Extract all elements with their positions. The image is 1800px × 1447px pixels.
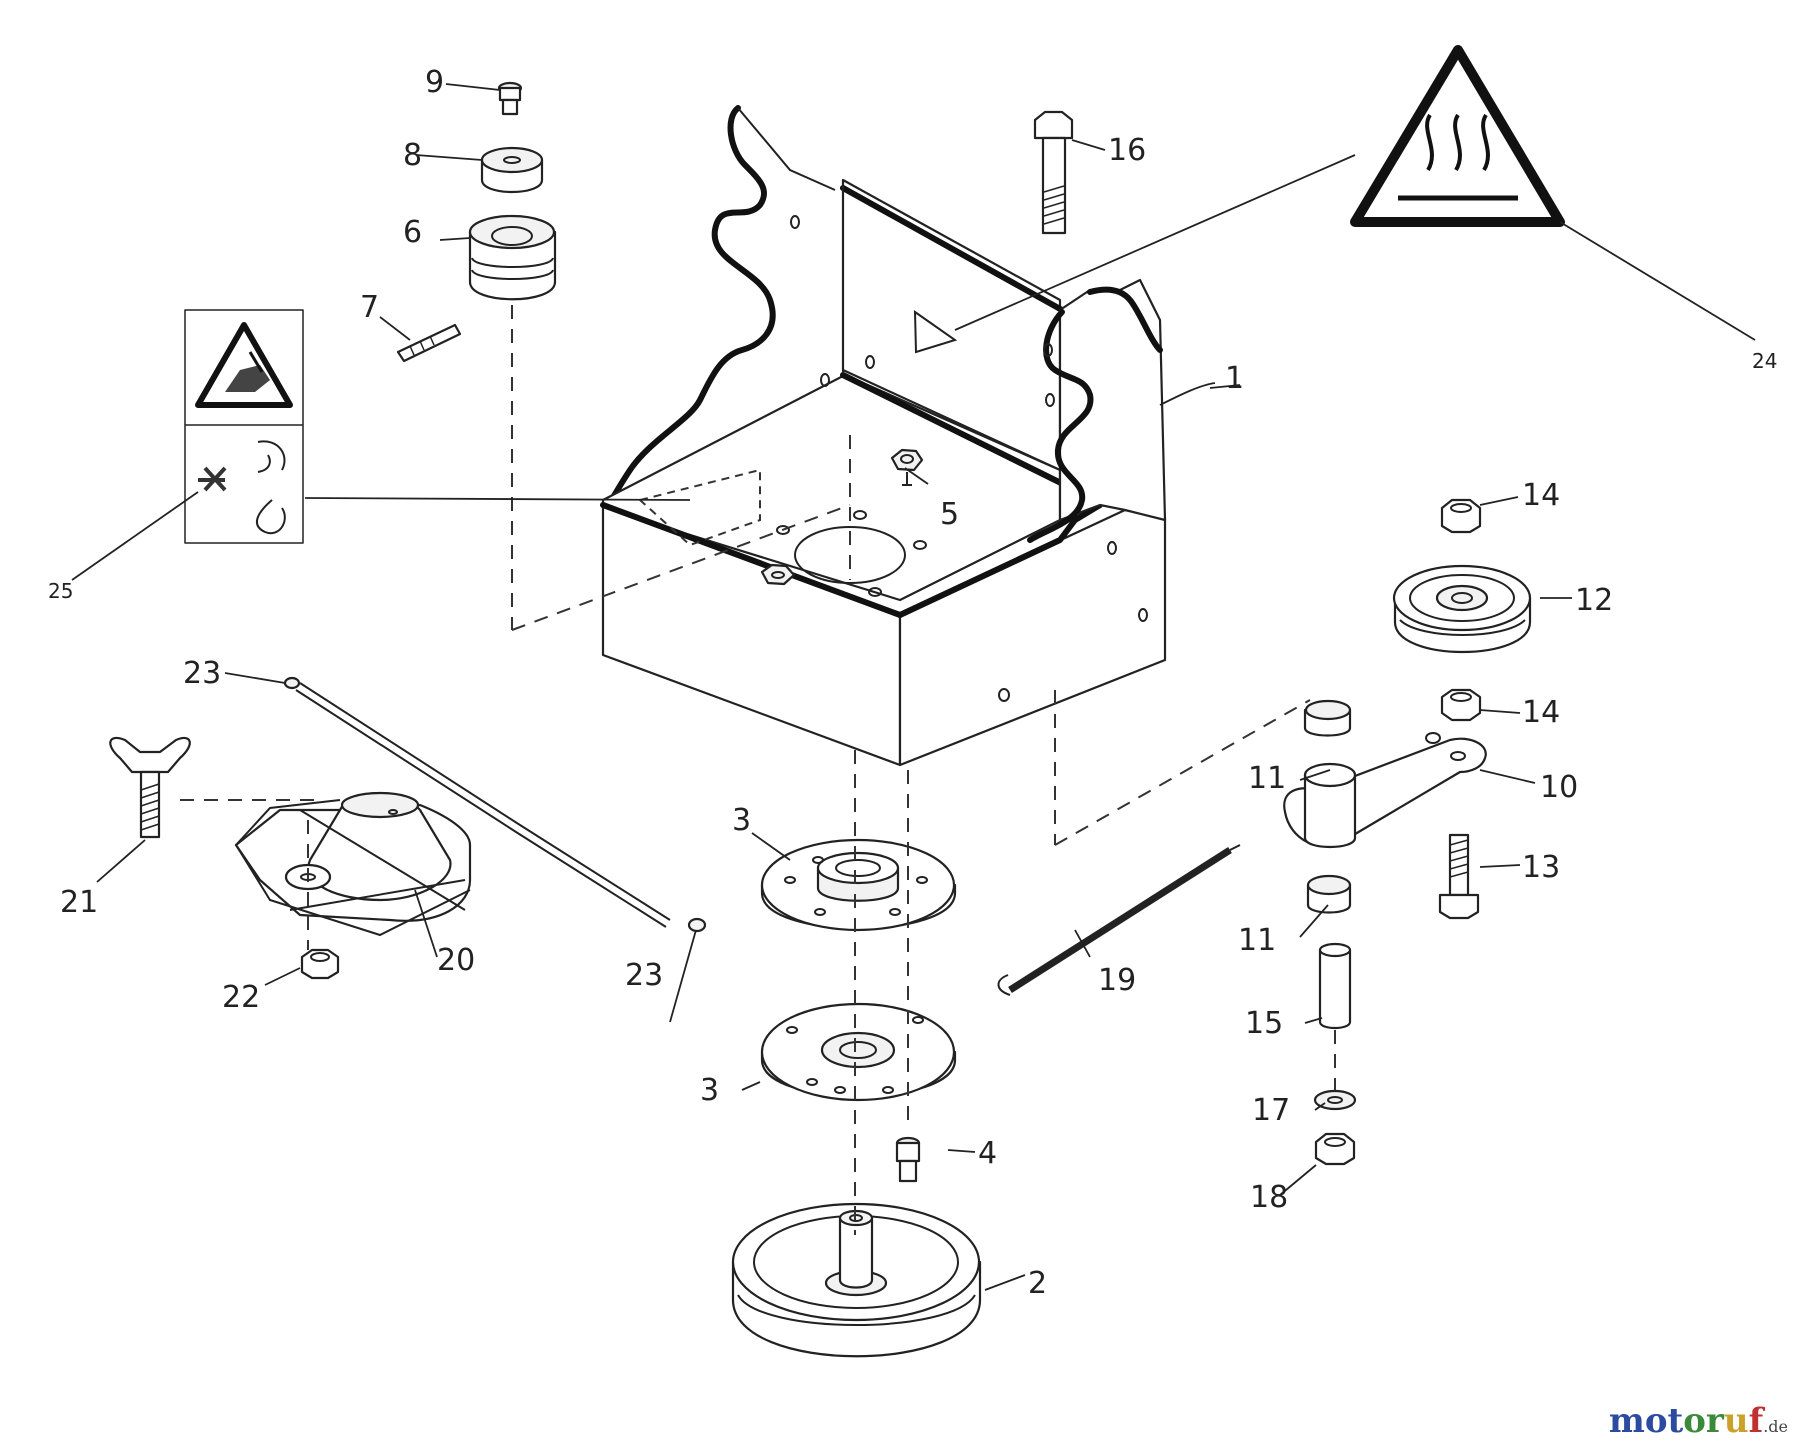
rotating-blade-warning-icon [198,440,286,535]
main-bracket [600,105,1167,767]
axis-line-front [511,504,851,631]
callout-20: 20 [437,943,475,978]
screw-9 [497,81,523,116]
nut-14-bottom [1440,688,1482,722]
hot-surface-warning-icon [1350,45,1565,227]
callout-17: 17 [1252,1093,1290,1128]
callout-2: 2 [1028,1266,1047,1301]
callout-13: 13 [1522,850,1560,885]
watermark-char: t [1667,1401,1684,1441]
callout-7: 7 [360,290,379,325]
callout-11-lower: 11 [1238,923,1276,958]
idler-pulley-12 [1392,564,1532,653]
bolt-13 [1438,833,1480,920]
callout-labels: 1 2 3 3 4 5 6 7 8 9 10 11 11 12 13 14 14… [48,65,1777,1301]
callout-3-upper: 3 [732,803,751,838]
callout-14-top: 14 [1522,478,1560,513]
watermark-char: u [1723,1401,1749,1441]
callout-9: 9 [425,65,444,100]
spacer-11-bottom [1306,874,1352,914]
sleeve-15 [1318,942,1352,1030]
callout-5: 5 [940,497,959,532]
bushing-11-upper [1303,762,1357,848]
nut-14-top [1440,498,1482,534]
hex-bolt-16 [1033,110,1074,235]
callout-23-right: 23 [625,958,663,993]
callout-8: 8 [403,138,422,173]
callout-3-lower: 3 [700,1073,719,1108]
heat-shield-20 [234,791,472,937]
axis-line-wingbolt [180,799,320,950]
pin-7 [396,323,462,363]
hand-cutting-warning-icon [195,322,293,408]
nut-18 [1314,1132,1356,1166]
nut-22 [300,948,340,980]
callout-21: 21 [60,885,98,920]
callout-23-left: 23 [183,656,221,691]
callout-14-bottom: 14 [1522,695,1560,730]
decal-panel-25 [184,309,304,544]
callout-16: 16 [1108,133,1146,168]
watermark-tld: .de [1763,1417,1788,1436]
watermark-char: f [1748,1401,1764,1441]
watermark-char: o [1683,1401,1706,1441]
watermark-char: r [1705,1401,1724,1441]
callout-25: 25 [48,579,73,603]
callout-10: 10 [1540,770,1578,805]
bearing-plate-3-upper [760,838,957,932]
watermark-char: m [1608,1401,1645,1441]
callout-15: 15 [1245,1006,1283,1041]
callout-18: 18 [1250,1180,1288,1215]
hex-nut-5 [890,448,924,486]
screw-4 [895,1136,921,1183]
callout-6: 6 [403,215,422,250]
pulley-hub-6 [468,214,557,301]
axis-line-to-arm [1054,699,1311,846]
callout-1: 1 [1225,361,1244,396]
spring-19 [997,844,1241,996]
callout-19: 19 [1098,963,1136,998]
spacer-11-top [1303,699,1352,737]
callout-11-upper: 11 [1248,761,1286,796]
rod-23 [283,676,707,933]
cap-8 [480,146,544,194]
wing-bolt-21 [109,736,191,839]
nut-hex-top [760,563,796,586]
callout-4: 4 [978,1136,997,1171]
callout-22: 22 [222,980,260,1015]
bearing-plate-3-lower [760,1002,957,1102]
callout-12: 12 [1575,583,1613,618]
watermark-char: o [1644,1401,1668,1441]
site-watermark: motoruf.de [1609,1401,1788,1441]
drive-pulley-2 [731,1202,982,1358]
callout-24: 24 [1752,349,1777,373]
leader-lines [71,83,1756,1291]
washer-17 [1313,1089,1357,1111]
